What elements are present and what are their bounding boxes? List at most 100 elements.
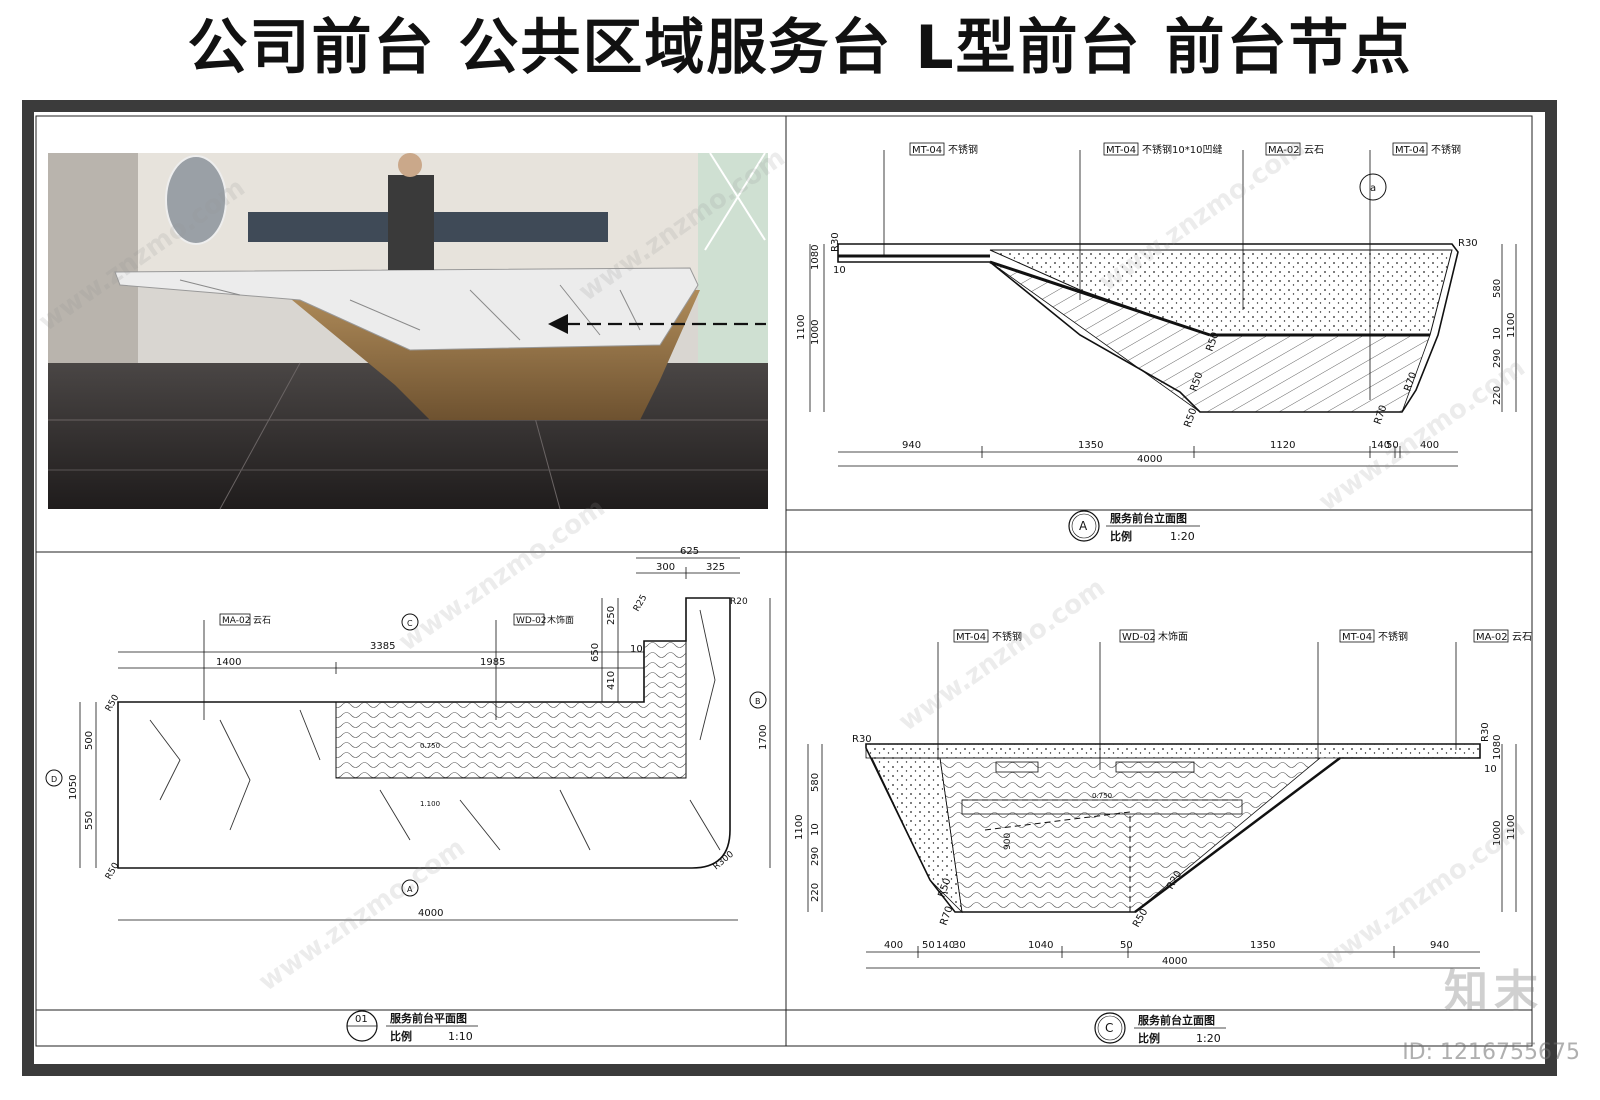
- scale-value: 1:20: [1170, 530, 1195, 543]
- dim: 290: [810, 847, 821, 866]
- elevation-c-drawing: [807, 642, 1517, 969]
- callout-tag: WD-02 木饰面: [1119, 629, 1188, 643]
- callout-code: WD-02: [1122, 632, 1156, 643]
- callout-tag: MT-04 不锈钢10*10凹缝: [1103, 142, 1222, 156]
- drawing-title: 服务前台立面图: [1110, 511, 1187, 525]
- scale-value: 1:10: [448, 1030, 473, 1043]
- callout-code: MT-04: [956, 632, 986, 643]
- callout-tag: WD-02 木饰面: [513, 613, 574, 626]
- callout-tag: MT-04 不锈钢: [1339, 629, 1408, 643]
- callout-code: MT-04: [1106, 145, 1136, 156]
- dim: 650: [590, 643, 601, 662]
- callout-code: MA-02: [1268, 145, 1300, 156]
- section-marker: C: [407, 619, 413, 628]
- callout-text: 不锈钢: [948, 143, 978, 156]
- radius-label: R30: [1458, 238, 1478, 249]
- elevation-a-drawing: [809, 150, 1517, 467]
- dim: 220: [1492, 386, 1503, 405]
- dim: 50: [1386, 440, 1399, 451]
- plan-labels: MA-02 云石 WD-02 木饰面 625 300 325 3385 1400…: [51, 546, 769, 1043]
- dim: 1080: [1492, 735, 1503, 760]
- callout-text: 不锈钢: [1431, 143, 1461, 156]
- radius-label: R50: [104, 693, 122, 714]
- elevation-a-labels: MT-04 不锈钢 MT-04 不锈钢10*10凹缝 MA-02 云石 MT-0…: [796, 142, 1517, 543]
- callout-code: WD-02: [516, 616, 547, 626]
- dim-total: 4000: [1137, 454, 1162, 465]
- section-marker: a: [1370, 183, 1376, 194]
- brand-id: ID: 1216755675: [1402, 1040, 1580, 1065]
- drawing-title: 服务前台立面图: [1138, 1013, 1215, 1027]
- dim: 580: [1492, 279, 1503, 298]
- section-marker: B: [755, 697, 761, 706]
- radius-label: R20: [730, 597, 748, 607]
- dim: 580: [810, 773, 821, 792]
- dim: 1100: [1506, 815, 1517, 840]
- scale-label: 比例: [1138, 1031, 1160, 1045]
- callout-tag: MA-02 云石: [1265, 142, 1324, 156]
- brand-logo: 知末: [1444, 966, 1544, 1017]
- dim: 940: [1430, 940, 1449, 951]
- dim-total: 4000: [1162, 956, 1187, 967]
- callout-tag: MT-04 不锈钢: [953, 629, 1022, 643]
- plan-drawing: [45, 557, 771, 921]
- scale-value: 1:20: [1196, 1032, 1221, 1045]
- dim: 30: [953, 940, 966, 951]
- dim: 220: [810, 883, 821, 902]
- elevation-c-labels: MT-04 不锈钢 WD-02 木饰面 MT-04 不锈钢 MA-02 云石 4…: [794, 629, 1532, 1045]
- drawing-marker: 01: [355, 1014, 368, 1025]
- radius-label: R300: [712, 849, 737, 872]
- dim: 10: [833, 265, 846, 276]
- dim: 50: [922, 940, 935, 951]
- callout-tag: MA-02 云石: [219, 613, 271, 626]
- dim: 3385: [370, 641, 395, 652]
- section-marker: D: [51, 775, 57, 784]
- dim: 940: [902, 440, 921, 451]
- dim: 625: [680, 546, 699, 557]
- radius-label: R30: [852, 734, 872, 745]
- dim: 300: [656, 562, 675, 573]
- radius-label: R70: [938, 905, 955, 927]
- dim: 500: [84, 731, 95, 750]
- callout-text: 不锈钢: [992, 630, 1022, 643]
- dim: 10: [630, 644, 643, 655]
- dim: 325: [706, 562, 725, 573]
- radius-label: R30: [1480, 722, 1491, 742]
- dim: 290: [1492, 349, 1503, 368]
- dim: 1400: [216, 657, 241, 668]
- dim: 1350: [1078, 440, 1103, 451]
- dim: 1700: [758, 725, 769, 750]
- dim: 1000: [1492, 821, 1503, 846]
- drawing-title: 服务前台平面图: [390, 1011, 467, 1025]
- scale-label: 比例: [1110, 529, 1132, 543]
- callout-text: 云石: [253, 616, 271, 626]
- dim: 10: [1484, 764, 1497, 775]
- scale-label: 比例: [390, 1029, 412, 1043]
- level-mark: 0.750: [420, 742, 440, 750]
- dim: 250: [606, 606, 617, 625]
- dim: 900: [1003, 833, 1013, 850]
- dim: 1000: [810, 320, 821, 345]
- callout-code: MT-04: [1395, 145, 1425, 156]
- dim: 1985: [480, 657, 505, 668]
- render-photo: [48, 152, 768, 510]
- page-title: 公司前台 公共区域服务台 L型前台 前台节点: [187, 13, 1413, 83]
- callout-code: MT-04: [1342, 632, 1372, 643]
- drawing-marker: A: [1079, 519, 1088, 533]
- dim: 1050: [68, 775, 79, 800]
- callout-tag: MA-02 云石: [1473, 629, 1532, 643]
- dim-total: 4000: [418, 908, 443, 919]
- callout-text: 不锈钢10*10凹缝: [1142, 143, 1222, 156]
- callout-text: 云石: [1512, 632, 1532, 643]
- level-mark: 0.750: [1092, 792, 1112, 800]
- radius-label: R30: [830, 232, 841, 252]
- dim: 50: [1120, 940, 1133, 951]
- dim: 1100: [796, 315, 807, 340]
- callout-code: MT-04: [912, 145, 942, 156]
- dim: 140: [936, 940, 955, 951]
- callout-code: MA-02: [1476, 632, 1508, 643]
- callout-text: 云石: [1304, 145, 1324, 156]
- callout-tag: MT-04 不锈钢: [909, 142, 978, 156]
- dim: 550: [84, 811, 95, 830]
- dim: 1080: [810, 245, 821, 270]
